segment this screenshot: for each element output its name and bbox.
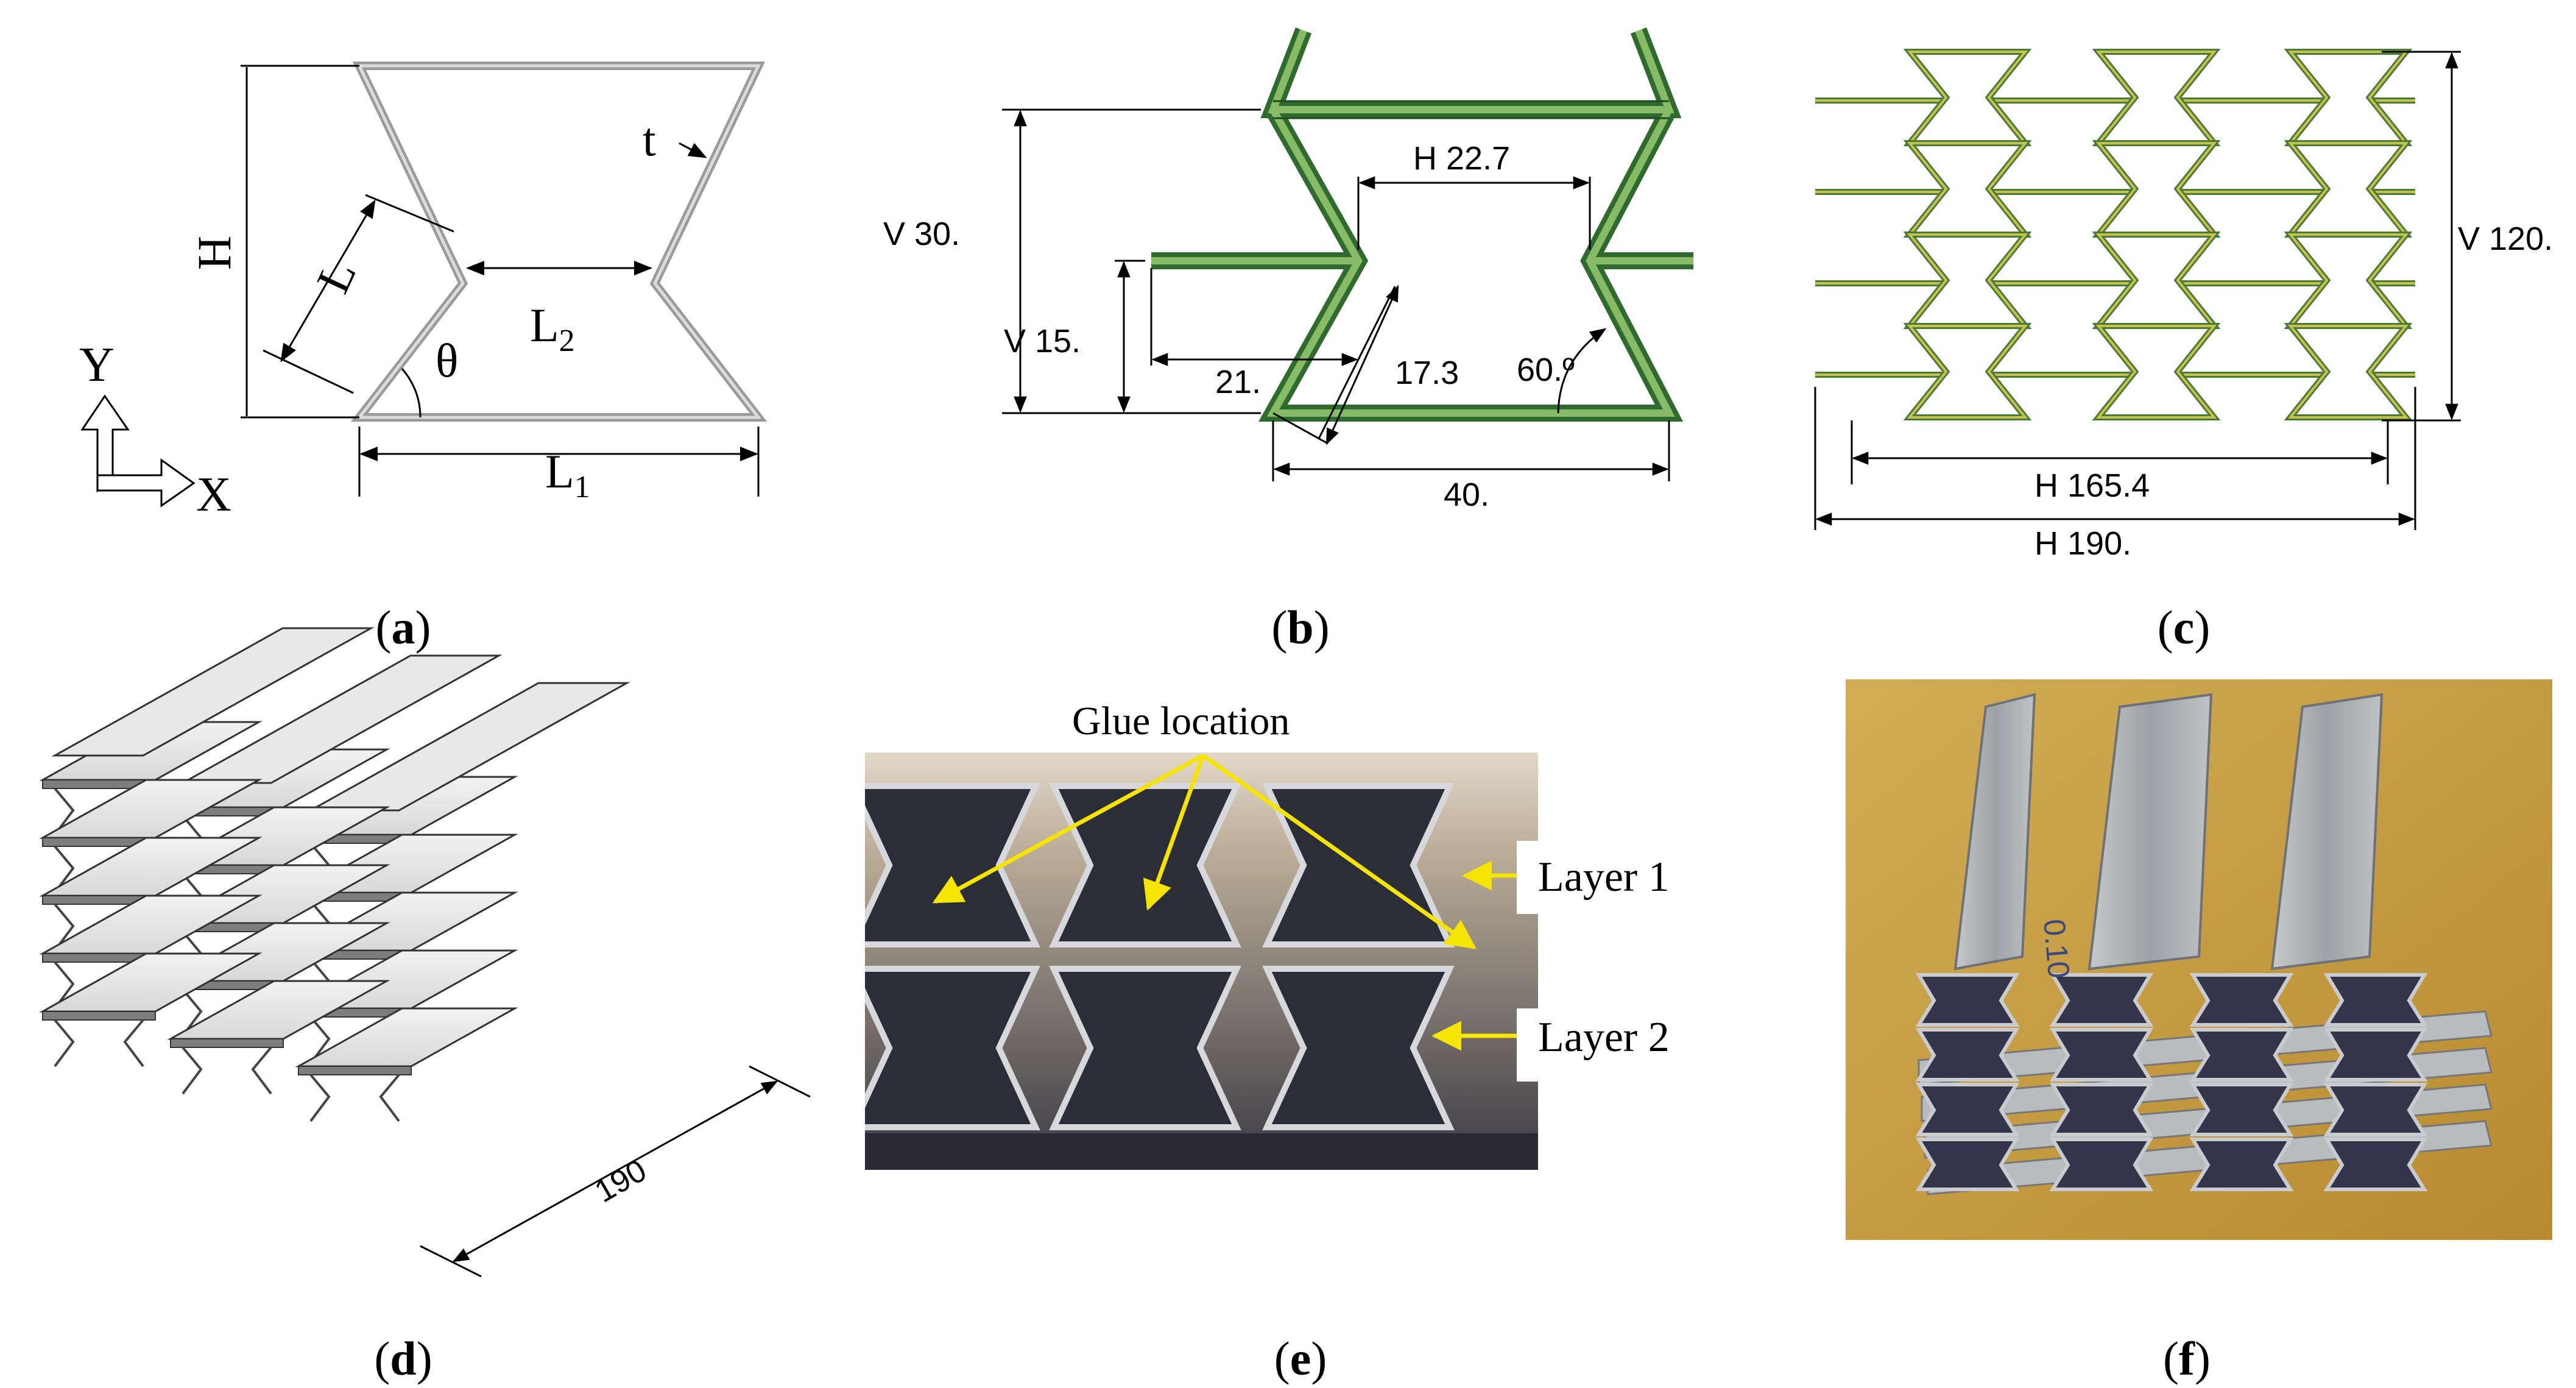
honeycomb-grid [1815, 49, 2415, 420]
unit-cell-strip [1151, 27, 1693, 422]
honeycomb-block [39, 627, 630, 1122]
sample-cell [1915, 1083, 2020, 1136]
sample-cell [2049, 1028, 2154, 1082]
dim-h190: H 190. [2034, 525, 2131, 562]
panel-a: H L L2 L1 t θ Y X (a) [0, 0, 841, 654]
caption-a: (a) [375, 601, 431, 654]
photo-cell [1262, 966, 1455, 1130]
sample-channel [2087, 693, 2213, 971]
y-axis-arrow [80, 394, 130, 493]
dim-173: 17.3 [1395, 355, 1459, 391]
label-layer1: Layer 1 [1538, 854, 1670, 901]
sample-cell [2189, 1028, 2294, 1082]
label-Y: Y [79, 338, 115, 392]
label-glue: Glue location [1072, 699, 1290, 743]
dim-v30: V 30. [883, 216, 960, 252]
label-theta: θ [436, 334, 458, 387]
sample-cell [2189, 1138, 2294, 1191]
sample-cell [1915, 1138, 2020, 1191]
panel-c: V 120. H 165.4 H 190. (c) [1766, 0, 2576, 654]
sample-marking: 0.10 [2037, 918, 2076, 980]
caption-e: (e) [1274, 1332, 1327, 1385]
photo-cell [865, 783, 1040, 947]
dim-60: 60.º [1517, 352, 1575, 388]
sample-cell [2049, 1138, 2154, 1191]
sample-cell [2323, 1028, 2428, 1082]
panel-a-diagram: H L L2 L1 t θ Y X [79, 62, 768, 522]
reentrant-cell [350, 62, 768, 422]
photo-cell [865, 966, 1040, 1130]
dim-h1654: H 165.4 [2034, 467, 2150, 504]
label-L2: L2 [530, 299, 575, 358]
photo-cell [1049, 783, 1241, 947]
dim-21: 21. [1215, 364, 1261, 400]
label-L1: L1 [545, 445, 590, 505]
sample-cell [2049, 973, 2154, 1027]
sample-cell [1915, 1028, 2020, 1082]
panel-c-diagram: V 120. H 165.4 H 190. [1814, 49, 2553, 562]
manufactured-sample [1915, 693, 2493, 1195]
sample-channel [1953, 693, 2036, 971]
panel-e: Glue location Layer 1 Layer 2 (e) [853, 670, 1736, 1388]
panel-b: V 30. V 15. H 22.7 21. 17.3 60.º 40. (b) [883, 0, 1736, 654]
label-X: X [196, 468, 231, 522]
label-t: t [643, 113, 656, 166]
caption-c: (c) [2157, 601, 2211, 654]
block-top [51, 627, 375, 757]
panel-f: 0.10 (f) [1736, 670, 2576, 1388]
label-layer2: Layer 2 [1538, 1014, 1670, 1061]
panel-d-3d-model: 190 [39, 627, 811, 1278]
caption-b: (b) [1271, 601, 1330, 654]
caption-d: (d) [374, 1332, 432, 1385]
panel-d: 190 (d) [0, 627, 853, 1388]
dim-h227: H 22.7 [1413, 140, 1510, 177]
x-axis-arrow [96, 458, 196, 508]
panel-f-photo: 0.10 [1846, 679, 2552, 1240]
label-H: H [188, 236, 241, 270]
sample-cell [2323, 1138, 2428, 1191]
panel-e-photo: Glue location Layer 1 Layer 2 [865, 699, 1736, 1170]
sample-cell [2323, 973, 2428, 1027]
dim-v120: V 120. [2458, 221, 2553, 257]
sample-cell [2189, 1083, 2294, 1136]
dim-190: 190 [589, 1153, 652, 1210]
panel-b-diagram: V 30. V 15. H 22.7 21. 17.3 60.º 40. [883, 27, 1693, 513]
sample-cell [1915, 973, 2020, 1027]
sample-channel [2270, 693, 2384, 971]
caption-f: (f) [2163, 1332, 2211, 1385]
sample-cell [2189, 973, 2294, 1027]
dim-v15: V 15. [1004, 323, 1081, 359]
label-L: L [306, 252, 366, 300]
sample-cell [2049, 1083, 2154, 1136]
dim-40: 40. [1444, 476, 1489, 513]
sample-cell [2323, 1083, 2428, 1136]
photo-cell [1049, 966, 1241, 1130]
